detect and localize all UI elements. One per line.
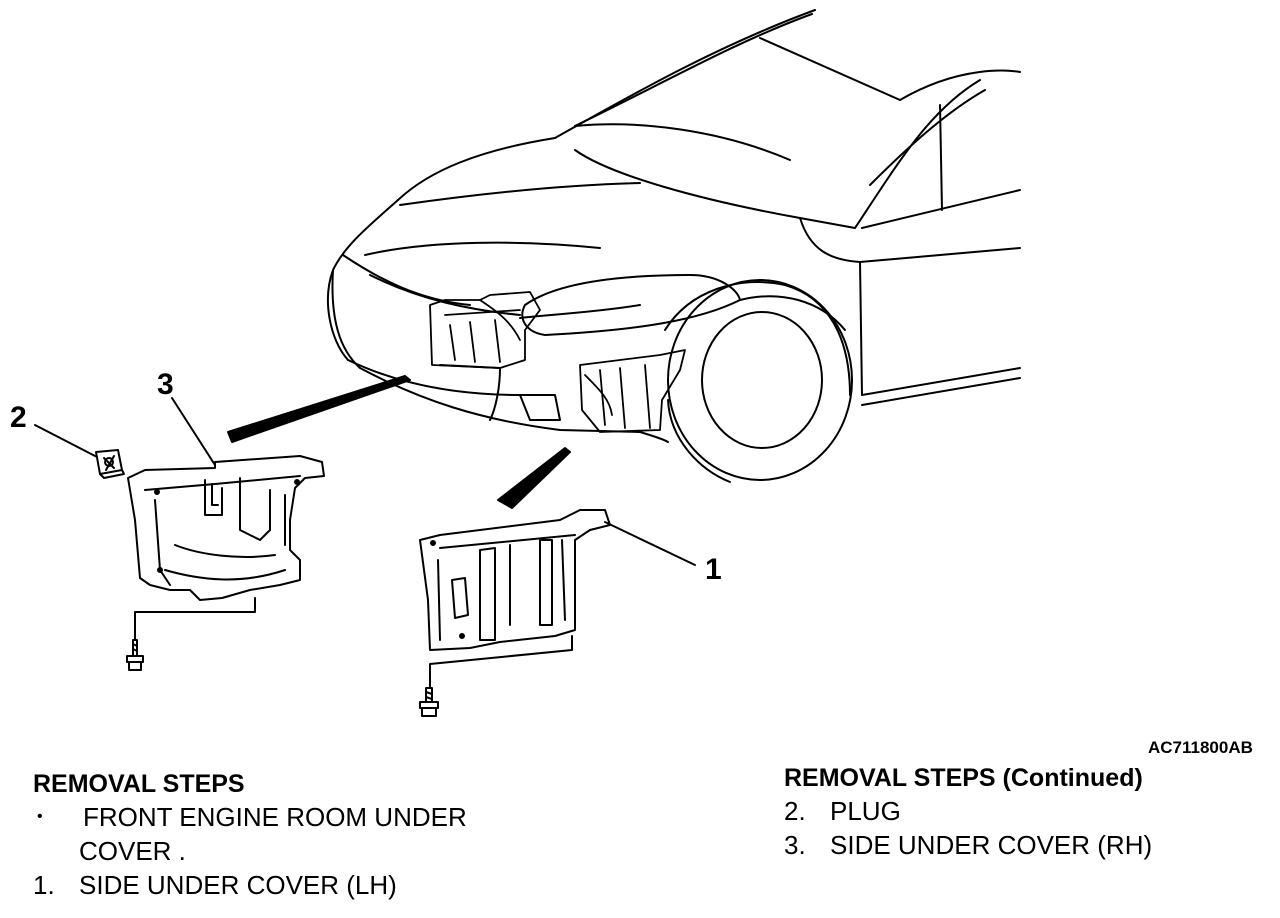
- figure-id: AC711800AB: [1148, 738, 1253, 757]
- step-number: 2.: [784, 796, 806, 826]
- removal-steps-left: REMOVAL STEPS • FRONT ENGINE ROOM UNDER …: [33, 768, 553, 902]
- side-under-cover-rh-part: [419, 509, 611, 651]
- callout-3: 3: [157, 368, 174, 401]
- step-number: 3.: [784, 830, 806, 860]
- car-outline: [326, 9, 1021, 483]
- bullet-marker: •: [37, 808, 43, 825]
- step-item: 2. PLUG: [784, 794, 1264, 828]
- step-item-continuation: COVER .: [33, 834, 553, 868]
- installed-covers: [429, 291, 686, 433]
- leader-line-2: [34, 424, 98, 458]
- step-text: FRONT ENGINE ROOM UNDER: [83, 802, 467, 832]
- side-under-cover-lh-part: [127, 455, 325, 601]
- bolt-rh: [419, 687, 439, 717]
- bolt-rh-leader: [429, 635, 573, 689]
- step-number: 1.: [33, 870, 55, 900]
- removal-steps-title: REMOVAL STEPS: [33, 770, 245, 798]
- step-text: SIDE UNDER COVER (RH): [830, 830, 1153, 860]
- removal-steps-right: REMOVAL STEPS (Continued) 2. PLUG 3. SID…: [784, 762, 1264, 862]
- bolt-lh-leader: [134, 597, 256, 641]
- callout-2: 2: [10, 401, 27, 434]
- step-text: PLUG: [830, 796, 901, 826]
- step-item: 3. SIDE UNDER COVER (RH): [784, 828, 1264, 862]
- car-underbody-diagram: [34, 9, 1021, 717]
- plug-part: [95, 449, 125, 479]
- removal-steps-continued-title: REMOVAL STEPS (Continued): [784, 764, 1143, 792]
- step-text: SIDE UNDER COVER (LH): [79, 870, 397, 900]
- bolt-lh: [126, 639, 144, 671]
- step-text: COVER .: [79, 836, 186, 866]
- callout-1: 1: [705, 553, 722, 586]
- arrow-to-lh-cover: [227, 375, 411, 443]
- leader-line-1: [604, 521, 696, 566]
- step-item: 1. SIDE UNDER COVER (LH): [33, 868, 553, 902]
- arrow-to-rh-cover: [497, 447, 571, 509]
- step-item: • FRONT ENGINE ROOM UNDER: [33, 800, 553, 834]
- leader-line-3: [171, 397, 216, 466]
